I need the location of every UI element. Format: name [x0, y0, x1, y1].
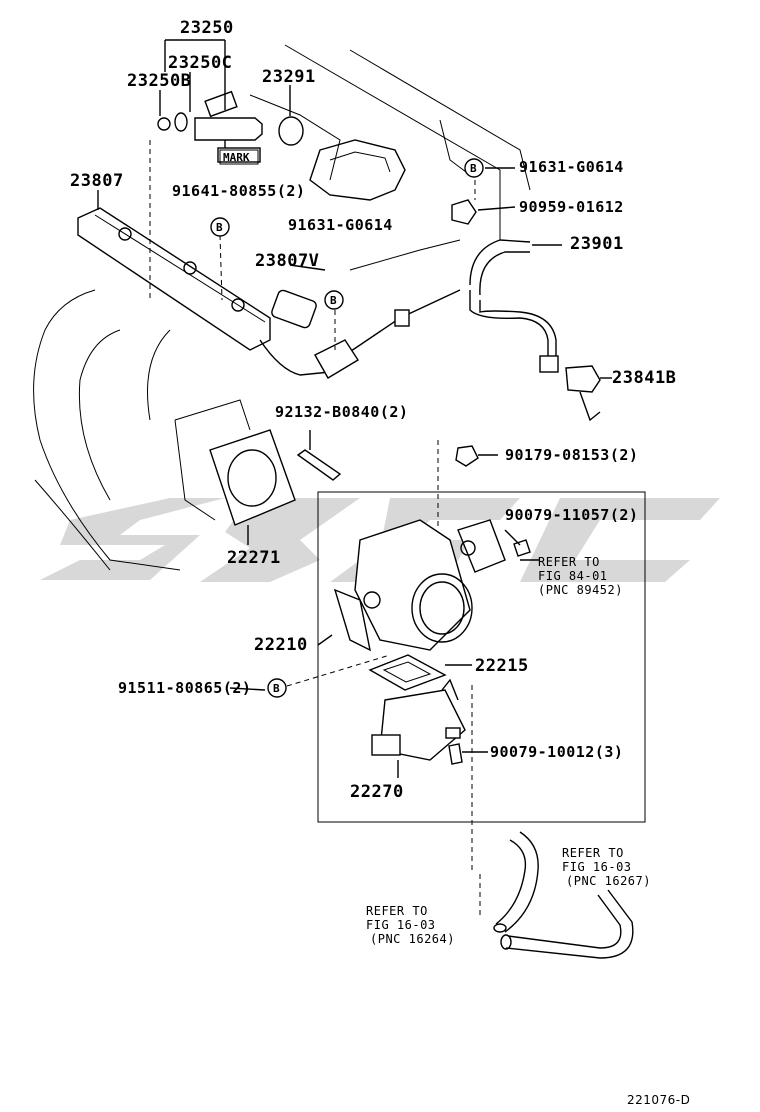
label-90179-08153: 90179-08153(2)	[505, 446, 638, 464]
water-bypass-hose-16267	[500, 889, 634, 959]
ref2-line2: FIG 16-03	[562, 860, 632, 874]
fuel-injector	[194, 90, 263, 163]
ref1-line3: (PNC 89452)	[538, 583, 623, 597]
svg-text:B: B	[216, 221, 223, 234]
label-23901: 23901	[570, 234, 624, 254]
label-22215: 22215	[475, 656, 529, 676]
fuel-delivery-pipe	[77, 207, 331, 376]
hose-clamp-23841b	[565, 365, 601, 422]
ref2-line3: (PNC 16267)	[566, 874, 651, 888]
nut-90179	[455, 445, 479, 467]
b-marker-2: B	[210, 217, 230, 237]
insulator-23291	[278, 116, 304, 146]
label-23250b: 23250B	[127, 71, 191, 91]
union-joint	[314, 309, 410, 379]
gasket-22271	[174, 399, 296, 526]
label-22271: 22271	[227, 548, 281, 568]
union-bolt-90959	[451, 199, 477, 225]
label-91631-g0614-mid: 91631-G0614	[288, 216, 393, 234]
b-marker-3: B	[324, 290, 344, 310]
screw-90079-11057	[513, 539, 531, 557]
ref1-line1: REFER TO	[538, 555, 600, 569]
b-marker-1: B	[464, 158, 484, 178]
oil-filler-cap	[309, 139, 406, 201]
o-ring-23250b	[157, 117, 171, 131]
throttle-position-sensor	[457, 519, 506, 573]
diagram-code: 221076-D	[627, 1093, 690, 1107]
ref2-line1: REFER TO	[562, 846, 624, 860]
label-23250c: 23250C	[168, 53, 232, 73]
svg-text:B: B	[470, 162, 477, 175]
label-23250: 23250	[180, 18, 234, 38]
b-marker-4: B	[267, 678, 287, 698]
ref1-line2: FIG 84-01	[538, 569, 608, 583]
svg-text:B: B	[330, 294, 337, 307]
label-90079-10012: 90079-10012(3)	[490, 743, 623, 761]
label-91641-80855: 91641-80855(2)	[172, 182, 305, 200]
label-22270: 22270	[350, 782, 404, 802]
water-bypass-hose-16264	[493, 831, 539, 933]
mark-box: MARK	[219, 149, 259, 165]
ref3-line3: (PNC 16264)	[370, 932, 455, 946]
label-22210: 22210	[254, 635, 308, 655]
svg-text:B: B	[273, 682, 280, 695]
idle-air-control-valve-22270	[371, 678, 466, 761]
fuel-hose-23901	[329, 239, 559, 373]
label-mark: MARK	[223, 151, 250, 164]
label-23291: 23291	[262, 67, 316, 87]
insulator-23250c	[174, 112, 188, 132]
ref3-line1: REFER TO	[366, 904, 428, 918]
label-23807v: 23807V	[255, 251, 319, 271]
label-91631-g0614-top: 91631-G0614	[519, 158, 624, 176]
leader-lines	[97, 39, 612, 778]
throttle-body-assembly-box	[317, 491, 646, 823]
label-92132-b0840: 92132-B0840(2)	[275, 403, 408, 421]
spacer-23807v	[271, 289, 317, 329]
label-23807: 23807	[70, 171, 124, 191]
label-90079-11057: 90079-11057(2)	[505, 506, 638, 524]
stud-92132	[296, 449, 342, 481]
screw-90079-10012	[445, 727, 463, 765]
label-23841b: 23841B	[612, 368, 676, 388]
ref3-line2: FIG 16-03	[366, 918, 436, 932]
label-91511-80865: 91511-80865(2)	[118, 679, 251, 697]
dashed-leaders	[149, 140, 481, 915]
engine-block-outline	[33, 44, 531, 571]
gasket-22215	[368, 654, 447, 691]
throttle-body-22210	[333, 519, 473, 652]
label-90959-01612: 90959-01612	[519, 198, 624, 216]
